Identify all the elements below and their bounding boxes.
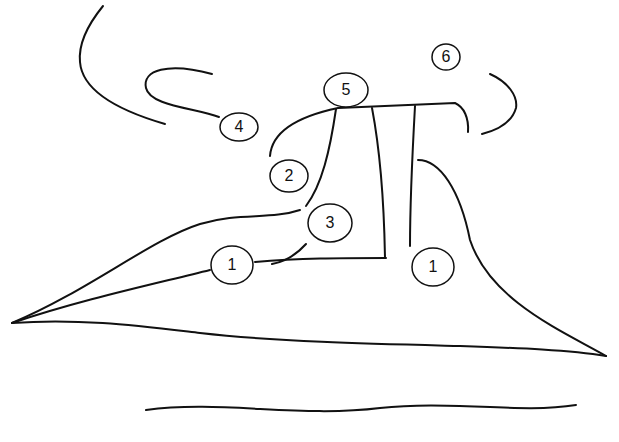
callout-circle: 1: [210, 245, 254, 285]
ground-line: [146, 405, 576, 411]
callout-number: 2: [285, 168, 294, 184]
callout-number: 1: [228, 257, 237, 273]
shoulder-line: [12, 270, 210, 323]
neck-line: [306, 109, 336, 206]
shoulder-line: [12, 210, 300, 323]
head-outline: [80, 6, 165, 124]
callout-circle: 2: [269, 159, 309, 193]
callout-circle: 6: [431, 43, 461, 71]
shoulder-line: [255, 258, 386, 262]
callout-circle: 3: [307, 203, 353, 243]
jaw-line: [270, 103, 468, 156]
ear-outline: [146, 68, 219, 117]
callout-circle: 4: [219, 112, 259, 142]
callout-number: 4: [235, 119, 244, 135]
callout-number: 3: [326, 215, 335, 231]
callout-number: 1: [429, 259, 438, 275]
body-line: [12, 321, 606, 356]
callout-circle: 5: [323, 72, 369, 108]
callout-number: 5: [342, 82, 351, 98]
callout-number: 6: [442, 49, 451, 65]
neck-line: [410, 106, 415, 246]
neck-line: [372, 108, 385, 258]
head-outline-right: [482, 74, 516, 134]
callout-circle: 1: [411, 247, 455, 287]
